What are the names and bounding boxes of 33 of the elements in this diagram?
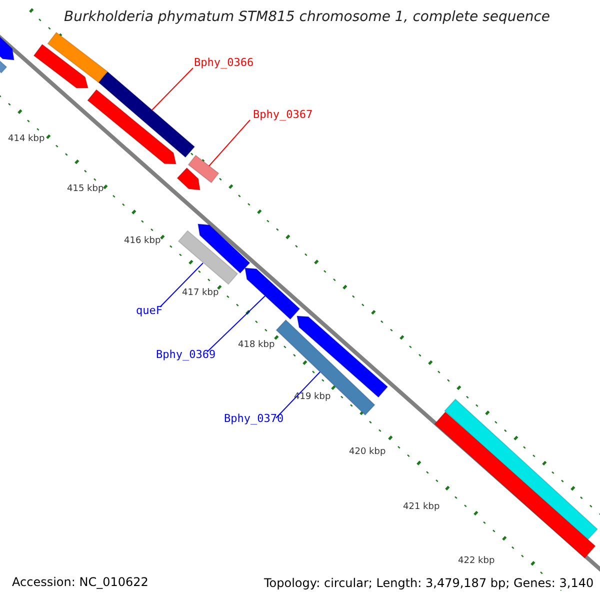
gene-label: Bphy_0366 (194, 57, 254, 68)
leader-line (276, 372, 320, 418)
gene-block (86, 88, 177, 165)
gene-block (176, 167, 201, 191)
scale-label: 416 kbp (124, 237, 161, 246)
gene-block (244, 267, 300, 320)
scale-label: 419 kbp (294, 393, 331, 402)
map-title: Burkholderia phymatum STM815 chromosome 1, complete sequence (64, 10, 550, 24)
scale-label: 418 kbp (238, 341, 275, 350)
scale-label: 415 kbp (67, 185, 104, 194)
gene-label: Bphy_0370 (224, 413, 284, 424)
scale-label: 414 kbp (8, 135, 45, 144)
gene-label: Bphy_0369 (156, 349, 216, 360)
scale-label: 421 kbp (403, 503, 440, 512)
gene-bar (188, 154, 220, 184)
map-info-text: Topology: circular; Length: 3,479,187 bp; Genes: 3,140 (262, 576, 596, 590)
scale-label: 420 kbp (349, 448, 386, 457)
gene-block (0, 36, 15, 61)
scale-label: 422 kbp (458, 557, 495, 566)
leader-line (152, 68, 194, 110)
gene-bar (47, 32, 108, 84)
map-info-text: Accession: NC_010622 (10, 575, 150, 589)
gene-block (33, 44, 89, 89)
gene-bar (98, 71, 196, 158)
scale-label: 417 kbp (182, 289, 219, 298)
leader-line (208, 120, 250, 166)
gene-bar (0, 58, 8, 74)
gene-label: Bphy_0367 (253, 109, 313, 120)
gene-block (197, 223, 250, 274)
gene-bar (178, 230, 238, 285)
leader-line (206, 296, 266, 352)
gene-label: queF (136, 305, 162, 316)
leader-line (160, 262, 204, 308)
